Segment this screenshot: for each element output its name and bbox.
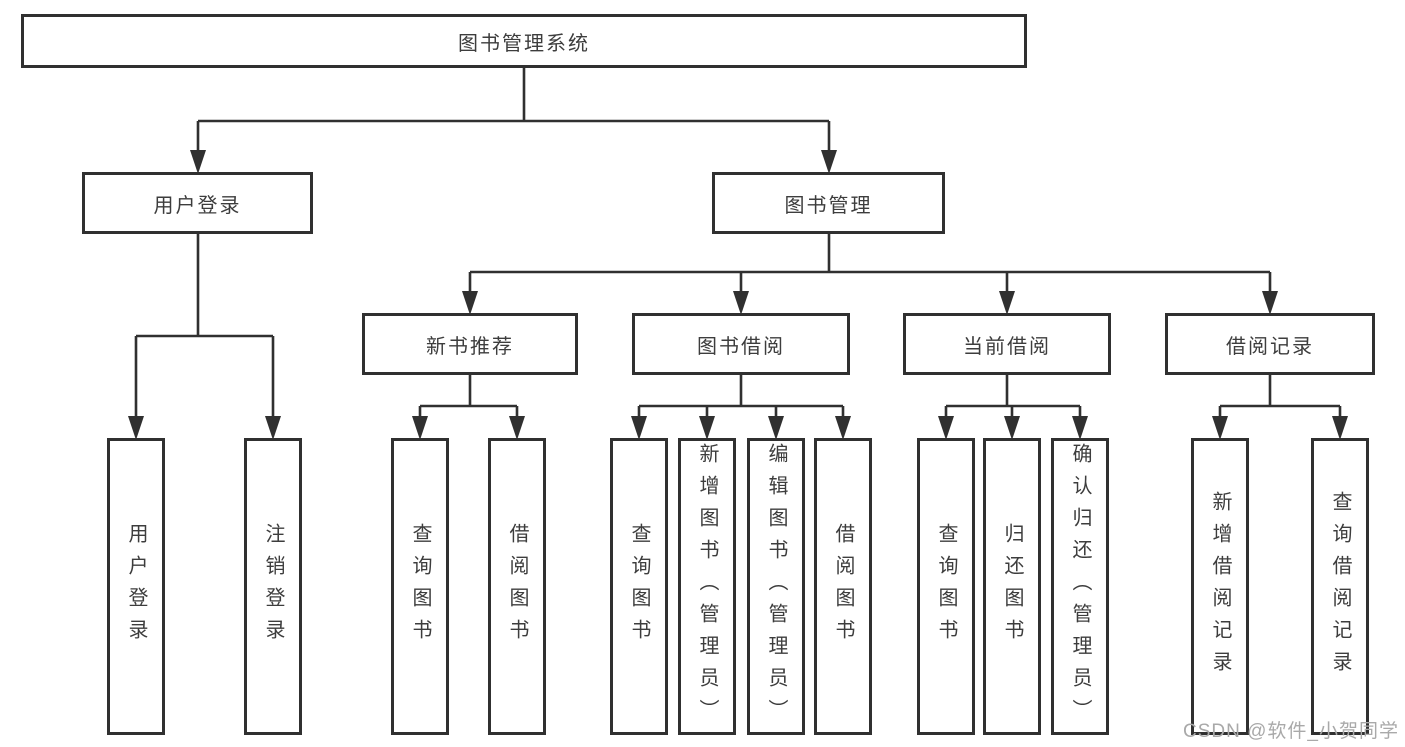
leaf-recommend-query-book: 查询图书 bbox=[391, 438, 449, 735]
leaf-records-query-record: 查询借阅记录 bbox=[1311, 438, 1369, 735]
leaf-borrowing-add-book-admin: 新增图书（管理员） bbox=[678, 438, 736, 735]
leaf-label: 用户登录 bbox=[125, 522, 147, 651]
leaf-records-add-record: 新增借阅记录 bbox=[1191, 438, 1249, 735]
leaf-current-query-book: 查询图书 bbox=[917, 438, 975, 735]
leaf-current-confirm-return-admin: 确认归还（管理员） bbox=[1051, 438, 1109, 735]
leaf-user-login: 用户登录 bbox=[107, 438, 165, 735]
leaf-label: 注销登录 bbox=[262, 522, 284, 651]
leaf-label: 借阅图书 bbox=[832, 522, 854, 651]
leaf-label: 确认归还（管理员） bbox=[1069, 442, 1091, 731]
node-book-borrowing: 图书借阅 bbox=[632, 313, 850, 375]
leaf-borrowing-query-book: 查询图书 bbox=[610, 438, 668, 735]
watermark: CSDN @软件_小贺同学 bbox=[1183, 721, 1399, 742]
leaf-label: 归还图书 bbox=[1001, 522, 1023, 651]
leaf-borrowing-borrow-book: 借阅图书 bbox=[814, 438, 872, 735]
leaf-label: 借阅图书 bbox=[506, 522, 528, 651]
leaf-label: 查询图书 bbox=[409, 522, 431, 651]
leaf-label: 查询图书 bbox=[935, 522, 957, 651]
node-current-borrowing: 当前借阅 bbox=[903, 313, 1111, 375]
node-user-login: 用户登录 bbox=[82, 172, 313, 234]
leaf-label: 新增借阅记录 bbox=[1209, 490, 1231, 683]
leaf-current-return-book: 归还图书 bbox=[983, 438, 1041, 735]
leaf-label: 查询借阅记录 bbox=[1329, 490, 1351, 683]
leaf-label: 编辑图书（管理员） bbox=[765, 442, 787, 731]
leaf-label: 新增图书（管理员） bbox=[696, 442, 718, 731]
leaf-borrowing-edit-book-admin: 编辑图书（管理员） bbox=[747, 438, 805, 735]
leaf-recommend-borrow-book: 借阅图书 bbox=[488, 438, 546, 735]
node-new-book-recommend: 新书推荐 bbox=[362, 313, 578, 375]
leaf-logout-login: 注销登录 bbox=[244, 438, 302, 735]
leaf-label: 查询图书 bbox=[628, 522, 650, 651]
node-borrow-records: 借阅记录 bbox=[1165, 313, 1375, 375]
node-library-system: 图书管理系统 bbox=[21, 14, 1027, 68]
node-book-management: 图书管理 bbox=[712, 172, 945, 234]
